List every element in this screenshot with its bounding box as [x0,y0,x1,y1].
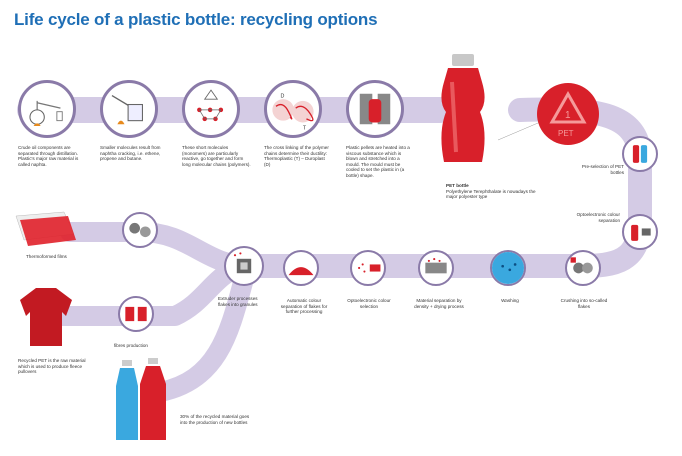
water-icon [492,252,524,284]
pet-bottle-image [441,54,485,162]
preselection-circle [622,136,658,172]
fibres-circle [118,296,154,332]
label-new-bottles: 30% of the recycled material goes into t… [180,414,250,425]
washing-circle [490,250,526,286]
pet-description: Polyethylene Terephthalate is nowadays t… [446,188,536,200]
caption-cracking: Smaller molecules result from naphtha cr… [100,145,161,162]
label-films: Thermoformed films [26,254,67,259]
recycling-symbol: 1 PET [537,83,599,145]
duroplast-letter: D [280,93,284,99]
polymer-circle: D T [264,80,322,138]
label-extruder: Extruder processes flakes into granules [218,296,258,307]
opto-selection-circle [350,250,386,286]
opto-icon [631,224,651,241]
caption-polymers: The cross linking of the polymer chains … [264,145,329,167]
label-opto-separation: Optoelectronic colour separation [576,212,620,223]
recycling-number: 1 [565,110,571,121]
rollers-icon [129,222,151,238]
caption-blow-moulding: Plastic pellets are heated into a viscou… [346,145,410,178]
film-rollers-circle [122,212,158,248]
pet-caption: PET bottle Polyethylene Terephthalate is… [446,183,536,200]
distillation-icon [29,100,63,127]
molecule-icon [197,89,224,122]
label-preselection: Pre-selection of PET bottles [581,164,624,175]
auto-separation-circle [283,250,319,286]
label-fibres: fibres production [114,343,148,348]
label-fleece: Recycled PET is the raw material which i… [18,358,86,375]
fleece-image [20,288,72,346]
caption-monomers: These short molecules (monomers) are par… [182,145,251,167]
opto-separation-circle [622,214,658,250]
label-density: Material separation by density + drying … [414,298,464,309]
separation-icon [425,258,447,274]
recycling-code: PET [558,129,574,138]
label-auto-separation: Automatic colour separation of flakes fo… [280,298,328,315]
extruder-icon [233,252,252,274]
label-crushing: Crushing into so-called flakes [560,298,608,309]
bottles-icon [632,145,648,163]
spools-icon [125,306,147,322]
monomer-circle [182,80,240,138]
thermoplastic-letter: T [303,126,307,132]
density-circle [418,250,454,286]
polymer-chains-icon: D T [272,93,314,132]
new-bottles-image [116,358,166,440]
flakes-icon [288,267,314,276]
extruder-circle [224,246,264,286]
label-opto-selection: Optoelectronic colour selection [347,298,391,309]
mould-icon [359,93,391,125]
distillation-circle [18,80,76,138]
crusher-icon [570,257,593,274]
cracking-circle [100,80,158,138]
films-image [15,211,76,246]
crushing-circle [565,250,601,286]
page-title: Life cycle of a plastic bottle: recyclin… [14,10,378,29]
caption-distillation: Crude oil components are separated throu… [18,145,79,167]
laser-icon [358,263,381,273]
cracking-icon [111,94,143,125]
label-washing: Washing [501,298,519,303]
blow-mould-circle [346,80,404,138]
pet-title: PET bottle [446,183,469,188]
